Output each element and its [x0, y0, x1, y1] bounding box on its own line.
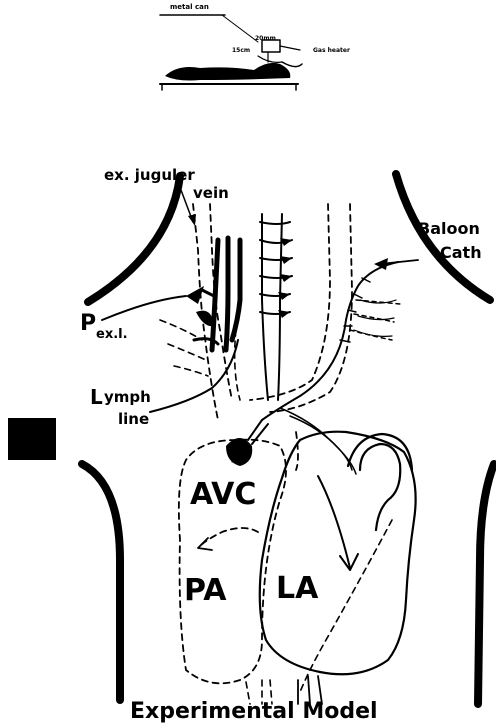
label-lymph-l: L: [90, 385, 103, 409]
apparatus-inset: metal can 20mm 15cm Gas heater: [160, 3, 350, 90]
catheter-to-avc: [248, 420, 262, 440]
vessel-to-la-a: [280, 408, 352, 470]
inset-label-20mm: 20mm: [255, 35, 276, 42]
heart: [179, 432, 416, 704]
label-ext-jugular-2: vein: [193, 184, 229, 202]
p-exl-leader: [102, 296, 186, 320]
right-chest-wall-lower: [478, 464, 494, 704]
la-flow-arrow: [318, 476, 350, 568]
caption: Experimental Model: [130, 699, 378, 724]
label-p-sub: ex.l.: [96, 327, 128, 342]
right-neck-vessels: [350, 300, 400, 340]
inset-label-metal-can: metal can: [170, 3, 209, 11]
inset-label-15cm: 15cm: [232, 47, 250, 54]
label-lymph-line: line: [118, 410, 149, 428]
la-chamber: [260, 432, 416, 675]
label-ext-jugular-1: ex. juguler: [104, 166, 195, 184]
label-pa: PA: [184, 573, 227, 608]
pa-flow-arrow: [200, 528, 258, 546]
animal-silhouette: [165, 63, 290, 81]
label-la: LA: [276, 571, 319, 606]
trachea: [260, 214, 292, 400]
external-jugular-vein: [181, 190, 232, 420]
left-chest-wall-upper: [88, 176, 180, 302]
label-avc: AVC: [190, 477, 256, 512]
black-marker-block: [8, 418, 56, 460]
label-baloon-1: Baloon: [418, 219, 480, 238]
label-lymph-rest: ymph: [104, 388, 151, 406]
left-chest-wall-lower: [82, 464, 120, 700]
label-baloon-2: Cath: [440, 243, 482, 262]
inset-label-gas-heater: Gas heater: [313, 47, 350, 54]
label-p: P: [80, 311, 96, 336]
